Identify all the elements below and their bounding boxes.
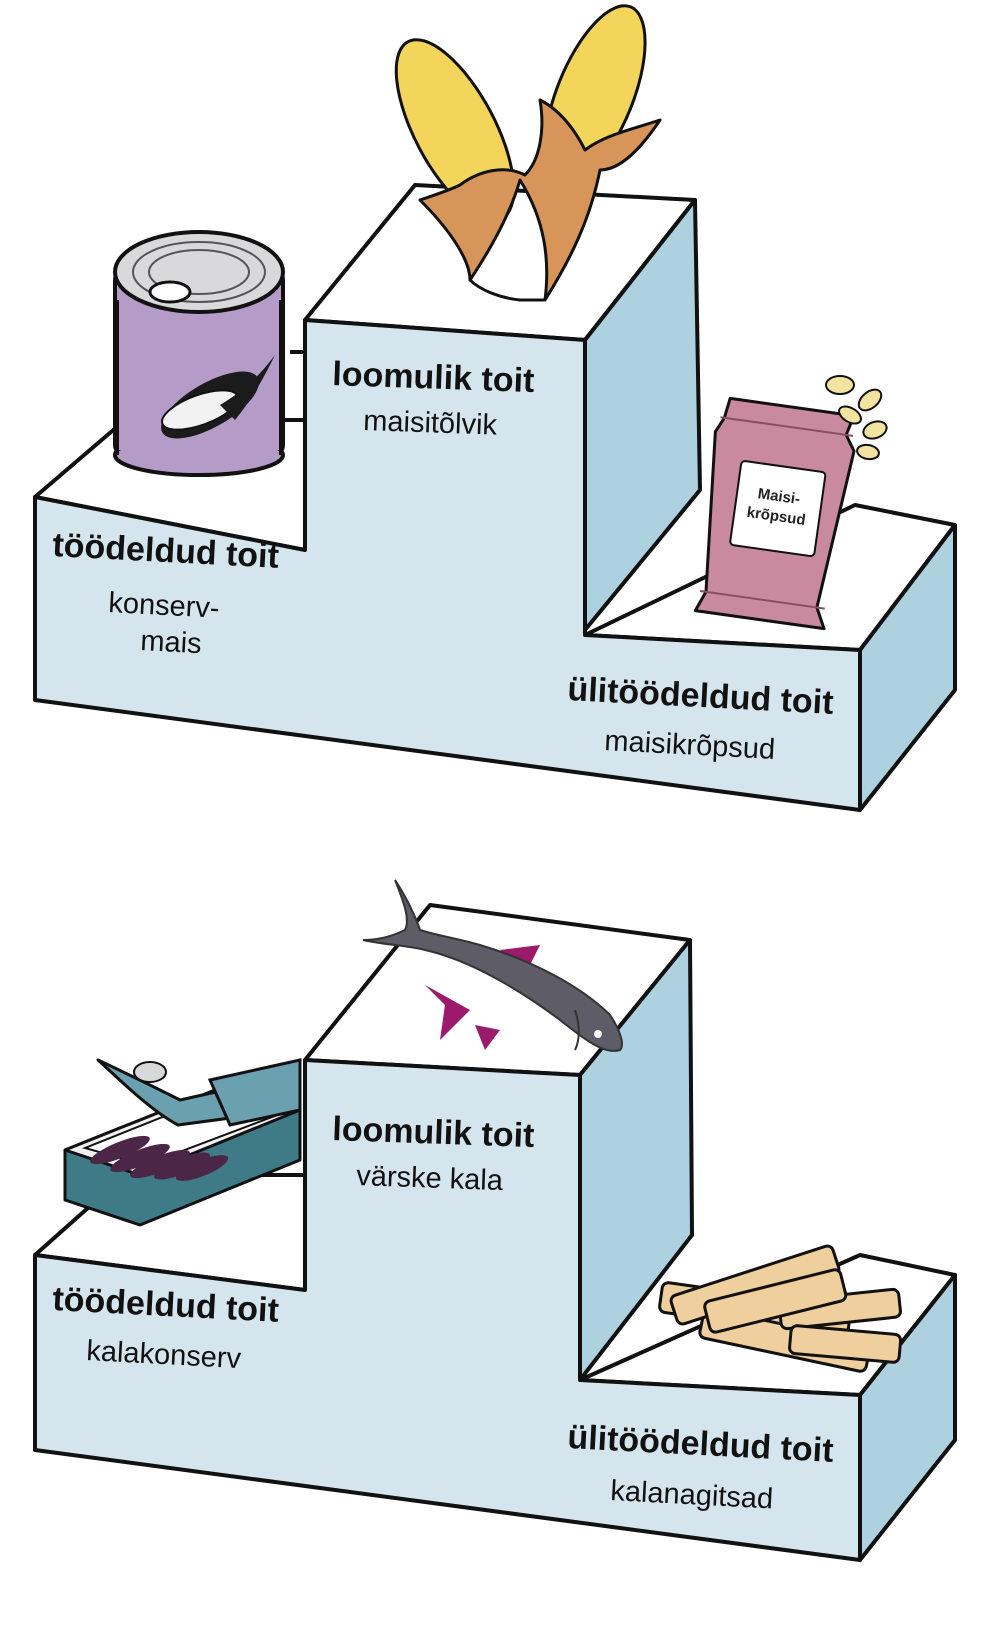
sardine-tin-icon <box>63 1058 302 1227</box>
middle-sub-1: maisitõlvik <box>363 405 498 442</box>
left-sub-1a: konserv- <box>108 587 221 625</box>
fish-sticks-icon <box>658 1244 903 1373</box>
podium-corn: Maisi- krõpsud töödeldud toit konserv- m… <box>33 4 957 812</box>
bag-label-line1: Maisi- <box>757 485 801 508</box>
fish-icon <box>362 879 623 1052</box>
middle-title-2: loomulik toit <box>332 1110 535 1155</box>
middle-title-1: loomulik toit <box>332 355 535 400</box>
podium-fish: töödeldud toit kalakonserv loomulik toit… <box>33 879 957 1562</box>
corn-can-icon <box>113 230 285 477</box>
corn-cob-icon <box>394 4 662 302</box>
middle-sub-2: värske kala <box>356 1160 505 1197</box>
chips-bag-icon: Maisi- krõpsud <box>693 375 888 631</box>
left-sub-1b: mais <box>140 625 203 660</box>
